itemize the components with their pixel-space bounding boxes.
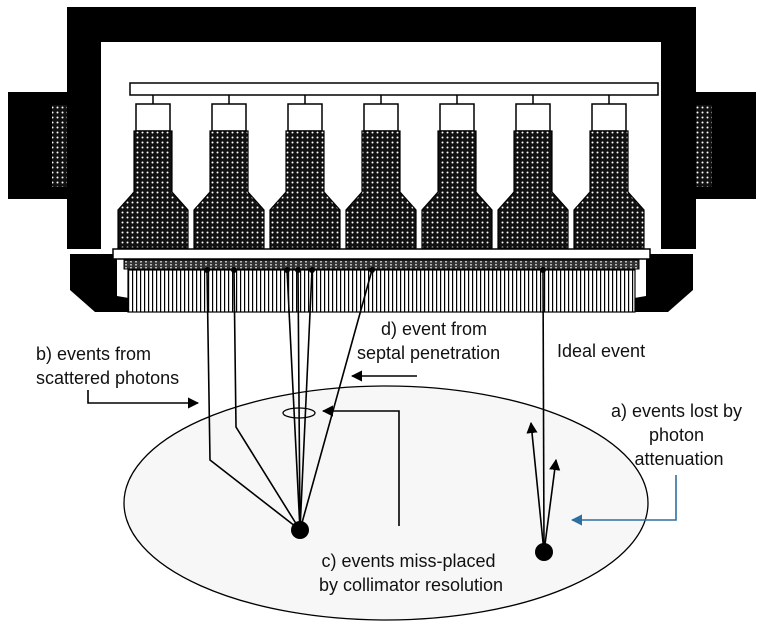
pmt-3: [269, 95, 341, 249]
crystal-interaction-points: [204, 267, 546, 273]
pmt-cap: [363, 103, 399, 132]
light-guide-bar: [129, 82, 659, 96]
scatter-label-arrow: [87, 390, 200, 409]
label-septal: d) event from septal penetration: [357, 319, 500, 363]
pmt-body: [117, 130, 189, 249]
right-handle: [694, 92, 756, 199]
label-scatter: b) events from scattered photons: [36, 344, 179, 388]
pmt-6: [497, 95, 569, 249]
pmt-1: [117, 95, 189, 249]
pmt-body: [269, 130, 341, 249]
misplaced-label-arrow: [321, 405, 400, 526]
left-handle: [8, 92, 70, 199]
collimator: [127, 269, 636, 313]
label-misplaced: c) events miss-placed by collimator reso…: [319, 551, 503, 595]
pmt-5: [421, 95, 493, 249]
attenuation-paths: [526, 421, 561, 553]
glass-plate: [112, 248, 651, 260]
pmt-body: [421, 130, 493, 249]
attenuation-label-arrow: [570, 475, 677, 526]
scintillation-crystal: [123, 259, 640, 270]
septal-penetration-path: [299, 269, 373, 531]
pmt-body: [497, 130, 569, 249]
pmt-cap: [515, 103, 551, 132]
pmt-cap: [287, 103, 323, 132]
pmt-4: [345, 95, 417, 249]
pmt-body: [345, 130, 417, 249]
pmt-2: [193, 95, 265, 249]
photomultiplier-tubes: [117, 95, 645, 249]
pmt-body: [573, 130, 645, 249]
patient-body: [123, 385, 649, 621]
label-ideal: Ideal event: [557, 341, 645, 361]
pmt-cap: [135, 103, 171, 132]
label-attenuation: a) events lost by photon attenuation: [611, 401, 747, 469]
ideal-event-path: [542, 269, 545, 553]
collimator-resolution-paths: [286, 269, 313, 531]
pmt-cap: [211, 103, 247, 132]
pmt-7: [573, 95, 645, 249]
pmt-body: [193, 130, 265, 249]
pmt-cap: [439, 103, 475, 132]
pmt-cap: [591, 103, 627, 132]
scattered-photon-paths: [206, 269, 301, 531]
